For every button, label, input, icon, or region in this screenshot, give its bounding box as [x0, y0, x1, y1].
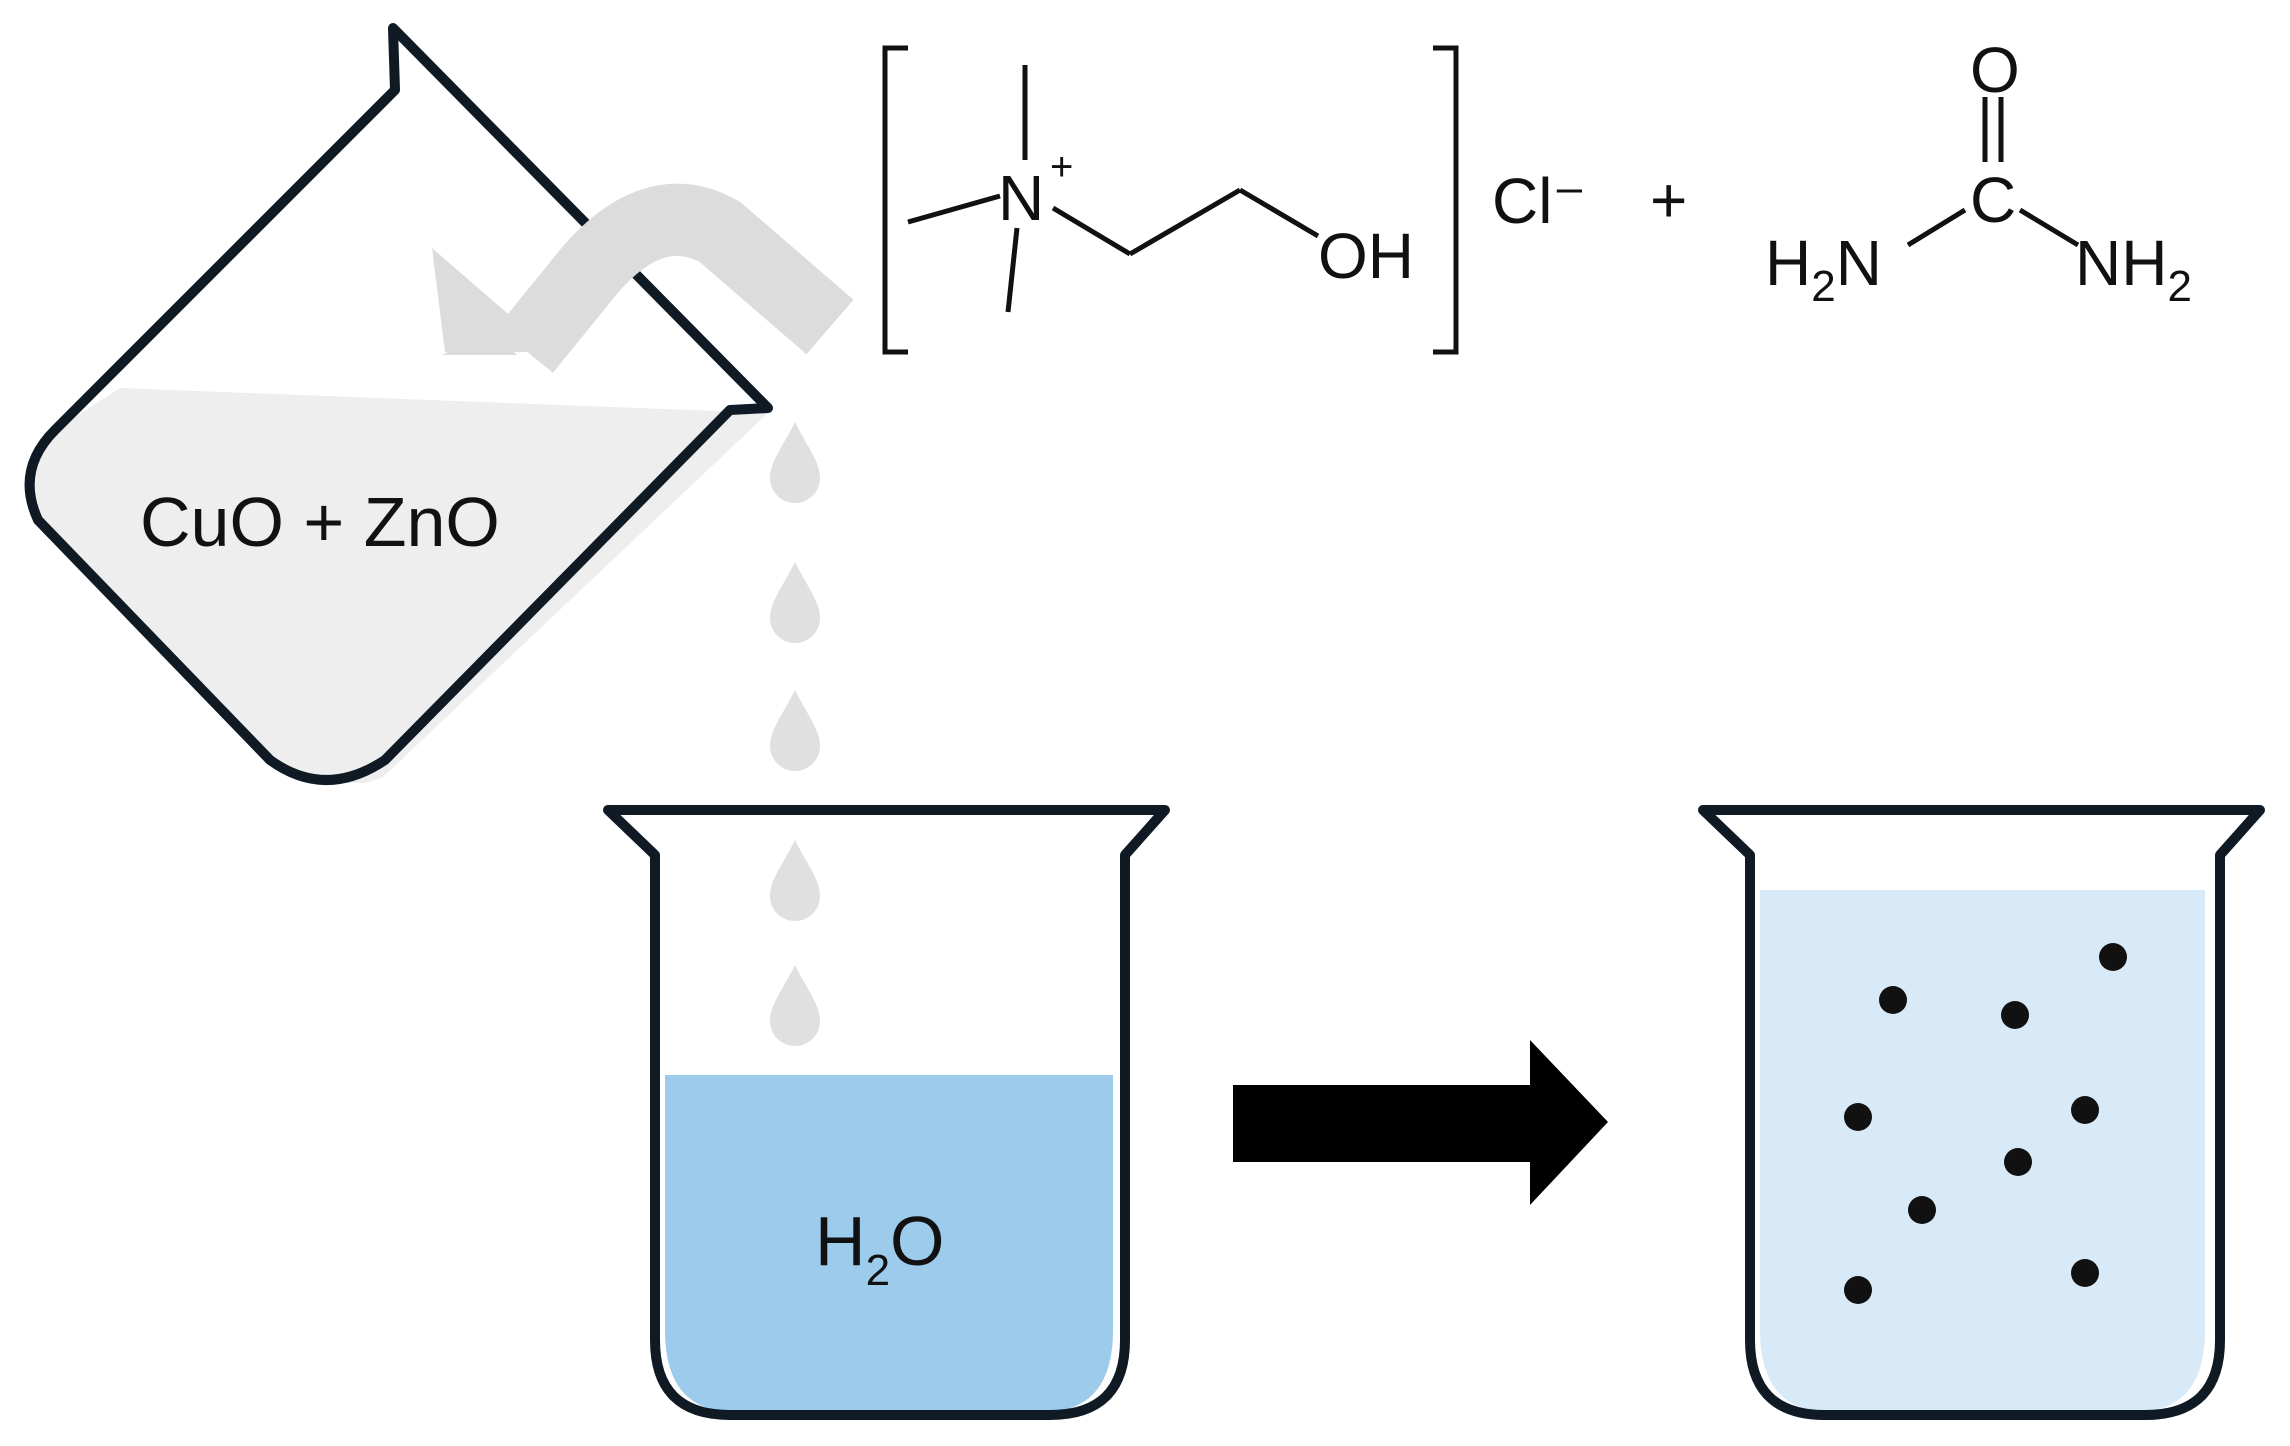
particle — [2004, 1148, 2032, 1176]
droplet-icon — [770, 840, 820, 921]
droplet-group — [770, 422, 820, 1046]
urea-left-amine-label: H2N — [1765, 227, 1882, 311]
water-beaker: H2O — [603, 805, 1170, 1420]
urea: O C H2N NH2 — [1765, 34, 2192, 311]
particle — [1879, 986, 1907, 1014]
hydroxyl-label: OH — [1318, 220, 1414, 292]
suspension-fill — [1760, 890, 2205, 1412]
pouring-beaker-label: CuO + ZnO — [140, 483, 500, 561]
particle — [1908, 1196, 1936, 1224]
water-label: H2O — [815, 1202, 945, 1295]
right-bracket — [1433, 45, 1459, 355]
particle — [2071, 1096, 2099, 1124]
urea-bonds — [1906, 97, 2080, 248]
choline-chloride: N + OH Cl⁻ — [882, 45, 1586, 355]
particle — [2071, 1259, 2099, 1287]
nitrogen-label: N — [998, 162, 1044, 234]
charge-label: + — [1050, 145, 1073, 189]
droplet-icon — [770, 562, 820, 643]
left-bracket — [882, 45, 908, 355]
droplet-icon — [770, 422, 820, 503]
choline-bonds — [907, 65, 1320, 313]
chloride-label: Cl⁻ — [1492, 165, 1586, 237]
particle — [1844, 1276, 1872, 1304]
curved-arrow-icon — [432, 183, 854, 373]
particle — [1844, 1103, 1872, 1131]
pouring-beaker-outline — [24, 23, 773, 785]
urea-carbon-label: C — [1970, 164, 2016, 236]
droplet-icon — [770, 690, 820, 771]
suspension-beaker — [1698, 805, 2265, 1420]
right-arrow-icon — [1233, 1040, 1608, 1205]
pouring-beaker: CuO + ZnO — [24, 23, 773, 785]
particle — [2099, 943, 2127, 971]
suspension-beaker-outline — [1698, 805, 2265, 1420]
urea-oxygen-label: O — [1970, 34, 2020, 106]
plus-sign: + — [1650, 164, 1687, 236]
water-beaker-outline — [603, 805, 1170, 1420]
particle — [2001, 1001, 2029, 1029]
droplet-icon — [770, 965, 820, 1046]
urea-right-amine-label: NH2 — [2075, 227, 2192, 311]
particles — [1844, 943, 2127, 1304]
water-fill — [665, 1075, 1113, 1412]
powder-fill — [30, 388, 768, 783]
